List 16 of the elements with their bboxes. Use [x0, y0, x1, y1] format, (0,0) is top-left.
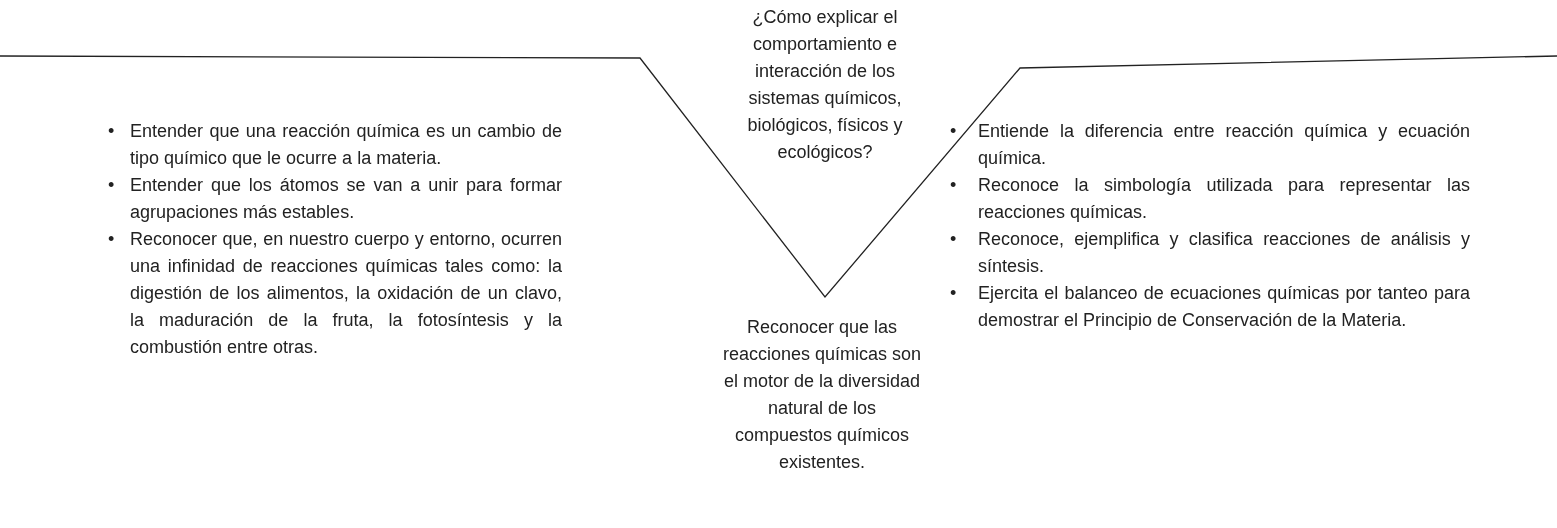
bullet-text: Reconoce la simbología utilizada para representar las reacciones químicas. [978, 174, 1470, 224]
bullet-text: Entender que una reacción química es un cambio de tipo químico que le ocurre a la materia. [130, 120, 562, 170]
bullet-marker: • [950, 228, 957, 251]
bullet-text: Entiende la diferencia entre reacción química y ecuación química. [978, 120, 1470, 170]
central-statement: Reconocer que las reacciones químicas son el motor de la diversidad natural de los compuestos químicos existentes. [722, 316, 922, 474]
guiding-question: ¿Cómo explicar el comportamiento e interacción de los sistemas químicos, biológicos, físicos y ecológicos? [746, 6, 904, 164]
bullet-marker: • [108, 120, 115, 143]
bullet-text: Reconocer que, en nuestro cuerpo y entorno, ocurren una infinidad de reacciones químicas tales como: la digestión de los alimentos, la oxidación de un clavo, la maduración de la fruta, la fotosíntesis y la combustión entre otras. [130, 228, 562, 359]
bullet-marker: • [108, 228, 115, 251]
bullet-text: Entender que los átomos se van a unir para formar agrupaciones más estables. [130, 174, 562, 224]
bullet-marker: • [950, 174, 957, 197]
bullet-marker: • [950, 282, 957, 305]
bullet-text: Reconoce, ejemplifica y clasifica reacciones de análisis y síntesis. [978, 228, 1470, 278]
bullet-text: Ejercita el balanceo de ecuaciones químicas por tanteo para demostrar el Principio de Conservación de la Materia. [978, 282, 1470, 332]
bullet-marker: • [108, 174, 115, 197]
bullet-marker: • [950, 120, 957, 143]
